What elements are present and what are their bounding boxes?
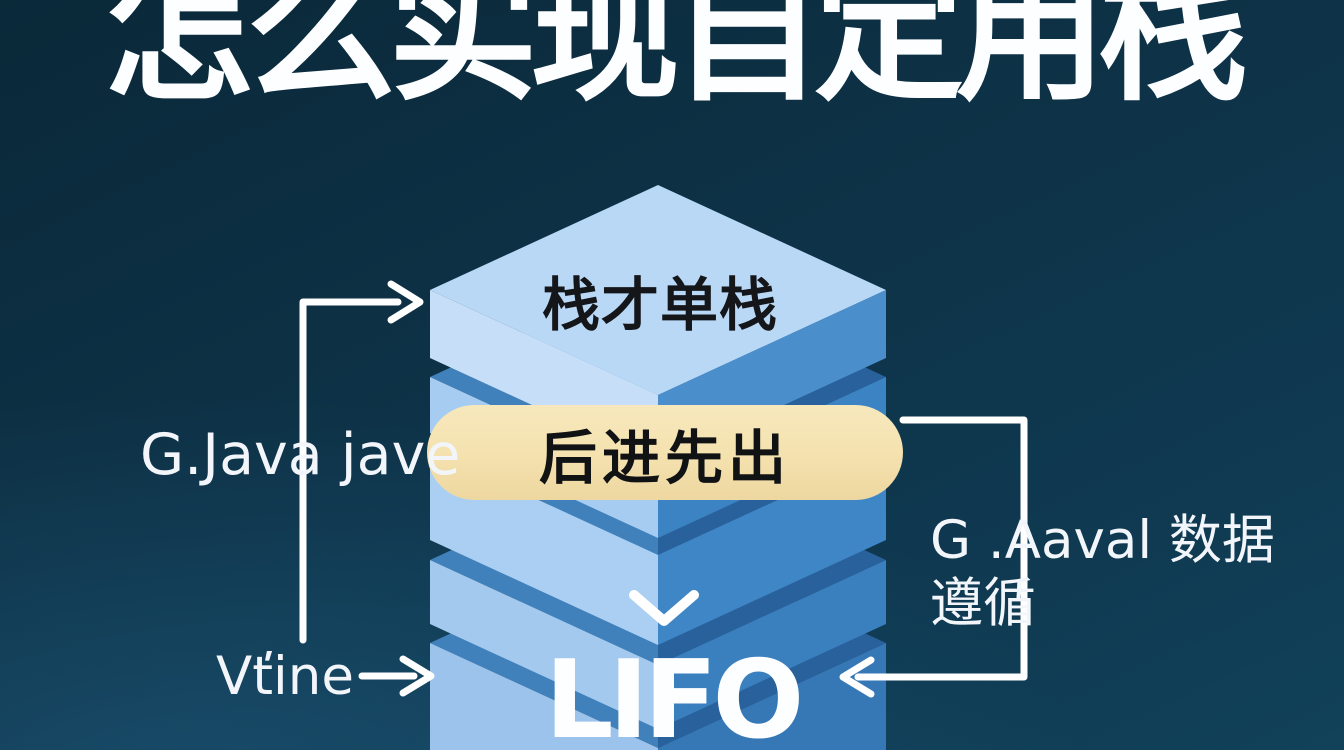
- layer4-left-face: [430, 560, 658, 729]
- stack-top-label: 栈才单栈: [541, 271, 778, 339]
- right-annotation-line2: 遵循: [930, 572, 1036, 634]
- layer5-right-face: [658, 643, 886, 750]
- right-annotation: G .Aaval 数据 遵循: [930, 510, 1275, 635]
- page-title: 怎么实现自定用栈: [103, 0, 1248, 122]
- lifo-pill-badge: 后进先出: [427, 405, 903, 500]
- right-annotation-line1: G .Aaval 数据: [930, 510, 1275, 571]
- left-annotation-bottom: Vťine: [216, 646, 354, 707]
- left-bracket-line: [299, 298, 402, 644]
- left-annotation-top: G.Java jave: [140, 422, 461, 488]
- layer5-left-face: [430, 643, 658, 750]
- layer4-right-face: [658, 560, 886, 729]
- lifo-label: LIFO: [544, 638, 805, 750]
- arrow-right-icon: [399, 655, 435, 697]
- chevron-down-icon: [629, 590, 699, 626]
- arrow-left-icon: [839, 656, 875, 698]
- arrow-right-icon: [387, 280, 424, 324]
- right-bracket-line: [854, 416, 1028, 681]
- pill-label: 后进先出: [538, 423, 791, 492]
